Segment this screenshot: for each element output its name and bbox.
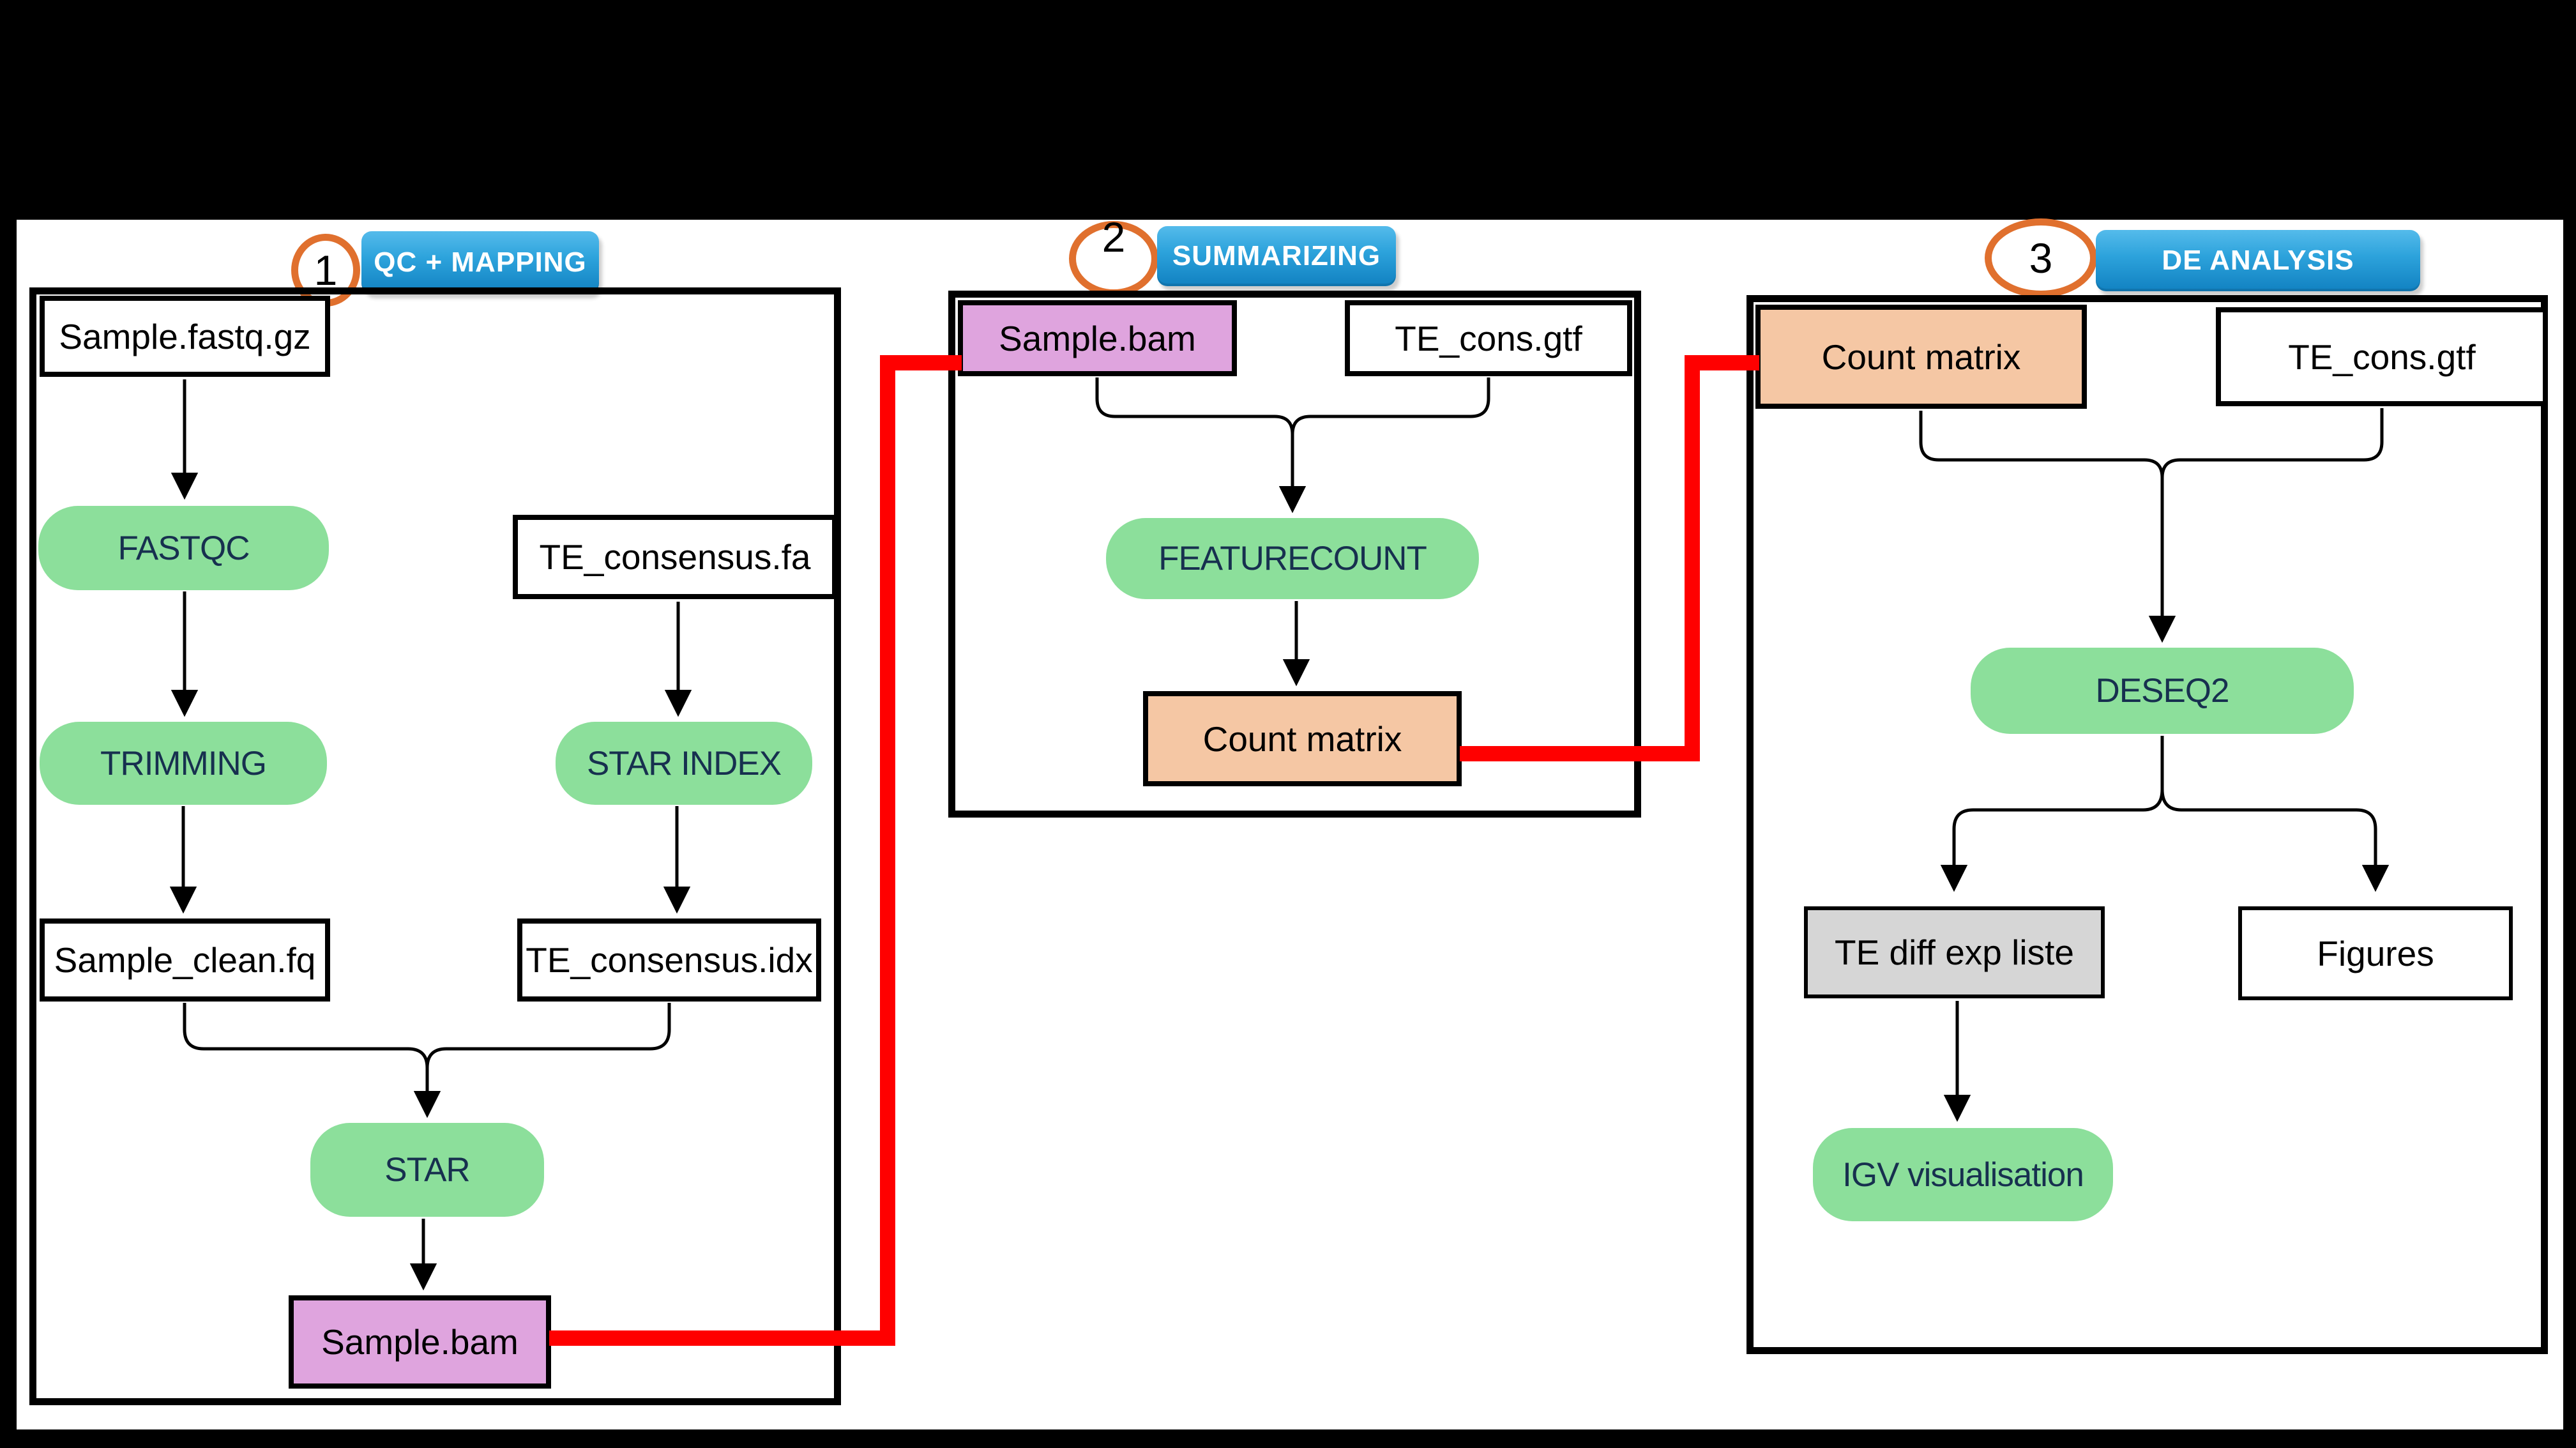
stage-1-label: QC + MAPPING [374,247,587,278]
node-te-diff-exp-liste: TE diff exp liste [1804,906,2105,998]
process-trimming: TRIMMING [40,722,327,805]
stage-2-label: SUMMARIZING [1172,240,1381,271]
stage-3-button: DE ANALYSIS [2096,230,2420,291]
node-te-cons-gtf-3: TE_cons.gtf [2216,307,2548,406]
stage-2-badge: 2 [1069,213,1158,296]
node-sample-clean-fq: Sample_clean.fq [40,918,330,1002]
stage-3-number: 3 [2029,234,2053,282]
node-count-matrix-2: Count matrix [1143,691,1462,786]
process-deseq2: DESEQ2 [1971,648,2354,734]
node-sample-bam-1: Sample.bam [289,1295,551,1389]
process-star: STAR [310,1123,544,1217]
stage-2-button: SUMMARIZING [1157,226,1396,286]
stage-3-badge: 3 [1985,218,2097,298]
process-igv-visualisation: IGV visualisation [1813,1128,2113,1221]
panel-qc-mapping [29,287,841,1405]
panel-de-analysis [1746,295,2548,1354]
stage-1-number: 1 [314,247,338,294]
process-featurecount: FEATURECOUNT [1106,518,1479,599]
node-sample-bam-2: Sample.bam [958,300,1237,376]
stage-1-badge: 1 [291,234,360,307]
stage-2-number: 2 [1102,213,1126,261]
process-fastqc: FASTQC [38,506,329,590]
node-sample-fastq-gz: Sample.fastq.gz [40,296,330,377]
process-star-index: STAR INDEX [556,722,812,805]
node-te-cons-gtf-2: TE_cons.gtf [1345,300,1632,376]
node-figures: Figures [2238,906,2513,1000]
stage-3-label: DE ANALYSIS [2162,245,2354,276]
node-count-matrix-3: Count matrix [1755,305,2087,409]
node-te-consensus-fa: TE_consensus.fa [513,515,837,599]
node-te-consensus-idx: TE_consensus.idx [517,918,821,1002]
stage-1-button: QC + MAPPING [361,231,599,294]
